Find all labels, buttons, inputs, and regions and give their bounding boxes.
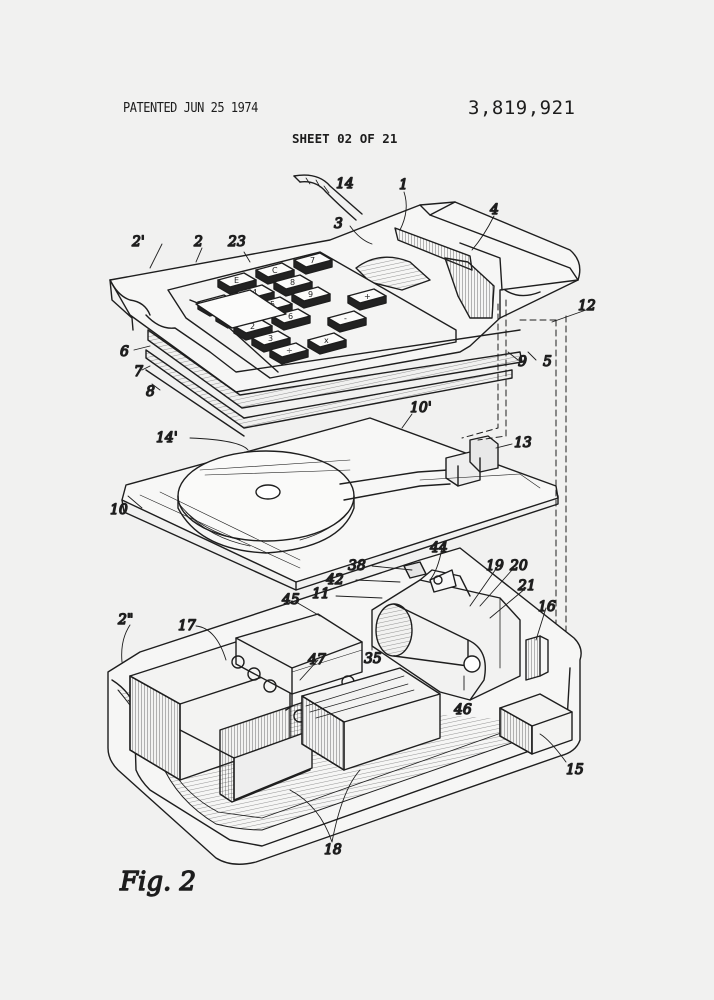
key-legend: - xyxy=(344,314,347,323)
label-16: 16 xyxy=(538,599,556,615)
patented-date-stamp: PATENTED JUN 25 1974 xyxy=(123,101,258,116)
ribbon-cable-14 xyxy=(293,174,363,221)
component-15 xyxy=(499,693,573,755)
key-legend: 9 xyxy=(308,290,313,299)
key-k6: 8 xyxy=(273,274,313,297)
layer-sheets xyxy=(145,314,523,437)
connector-16 xyxy=(525,635,549,681)
key-legend: + xyxy=(364,292,371,301)
key-legend: 6 xyxy=(288,312,293,321)
label-2-prime: 2' xyxy=(131,234,145,250)
label-47: 47 xyxy=(307,652,326,668)
circuit-board-10 xyxy=(121,417,559,591)
figure-caption: Fig. 2 xyxy=(119,867,196,897)
keys-group: EC7P4815926+3-x÷ xyxy=(195,252,387,365)
reference-labels: 1 2 2' 3 4 5 6 7 8 9 10 10' 11 12 13 14 … xyxy=(109,175,596,897)
label-23: 23 xyxy=(227,234,246,250)
label-17: 17 xyxy=(178,618,196,634)
connection-lines xyxy=(461,299,567,701)
sheet-number: SHEET 02 OF 21 xyxy=(292,131,398,146)
label-42: 42 xyxy=(325,572,344,588)
label-5: 5 xyxy=(543,354,552,370)
key-legend: 7 xyxy=(310,256,315,265)
patent-number: 3,819,921 xyxy=(468,97,576,119)
key-k9: 9 xyxy=(291,286,331,309)
label-46: 46 xyxy=(453,702,472,718)
key-legend: x xyxy=(324,336,329,345)
label-21: 21 xyxy=(517,578,536,594)
label-10-prime: 10' xyxy=(410,400,432,416)
cable-bundle-4 xyxy=(355,256,495,319)
label-10: 10 xyxy=(110,502,128,518)
key-k3: 7 xyxy=(293,252,333,275)
label-2: 2 xyxy=(193,234,203,250)
key-k11: 6 xyxy=(271,308,311,331)
key-legend: 8 xyxy=(290,278,295,287)
component-45 xyxy=(231,613,363,723)
key-k14: - xyxy=(327,310,367,333)
key-k2: C xyxy=(255,262,295,285)
label-18: 18 xyxy=(324,842,342,858)
key-legend: 3 xyxy=(268,334,273,343)
label-15: 15 xyxy=(566,762,584,778)
key-legend: ÷ xyxy=(286,346,293,355)
key-k10: 2 xyxy=(233,318,273,341)
label-2-double-prime: 2" xyxy=(117,612,133,628)
label-13: 13 xyxy=(514,435,532,451)
battery-17 xyxy=(129,639,313,803)
label-35: 35 xyxy=(364,651,382,667)
label-19: 19 xyxy=(486,558,504,574)
key-legend: C xyxy=(272,266,278,275)
label-9: 9 xyxy=(518,354,527,370)
label-11: 11 xyxy=(312,586,330,602)
label-7: 7 xyxy=(134,364,143,380)
label-14-prime: 14' xyxy=(156,430,178,446)
key-legend: 2 xyxy=(250,322,255,331)
label-3: 3 xyxy=(334,216,343,232)
key-k12: + xyxy=(347,288,387,311)
label-44: 44 xyxy=(429,540,448,556)
key-k13: 3 xyxy=(251,330,291,353)
label-4: 4 xyxy=(489,202,499,218)
key-legend: E xyxy=(234,276,239,285)
label-45: 45 xyxy=(281,592,300,608)
label-14: 14 xyxy=(336,176,354,192)
label-1: 1 xyxy=(399,177,408,193)
label-8: 8 xyxy=(146,384,155,400)
component-18 xyxy=(301,667,441,771)
printer-mechanism xyxy=(371,561,521,701)
label-6: 6 xyxy=(120,344,129,360)
label-20: 20 xyxy=(509,558,528,574)
key-k16: ÷ xyxy=(269,342,309,365)
label-38: 38 xyxy=(348,558,366,574)
long-key xyxy=(195,289,287,329)
label-12: 12 xyxy=(578,298,596,314)
key-k15: x xyxy=(307,332,347,355)
